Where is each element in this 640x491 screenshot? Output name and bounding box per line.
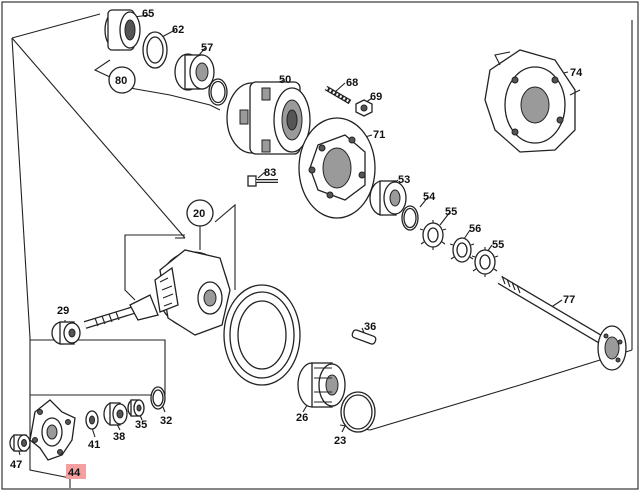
- callout-labels: 65 62 57 80 50 68 69 71 74 83 53 54 55 5…: [10, 8, 583, 479]
- part-pinion-shaft: [83, 294, 159, 329]
- label-83: 83: [264, 167, 276, 179]
- part-26-bearing: [297, 362, 346, 408]
- part-57-bearing: [174, 53, 215, 91]
- part-ring-seal: [223, 284, 301, 386]
- part-36-pin: [351, 329, 377, 345]
- label-57: 57: [201, 42, 213, 54]
- label-47: 47: [10, 459, 22, 471]
- label-41: 41: [88, 439, 100, 451]
- label-29: 29: [57, 305, 69, 317]
- label-54: 54: [423, 191, 436, 203]
- part-38-bearing: [103, 402, 128, 426]
- part-32-ring: [150, 386, 166, 410]
- label-23: 23: [334, 435, 346, 447]
- label-26: 26: [296, 412, 308, 424]
- part-20-differential: [154, 249, 231, 336]
- part-44-flange: [29, 399, 76, 461]
- part-83-bolt: [247, 175, 278, 187]
- part-71-flange: [298, 117, 376, 219]
- label-50: 50: [279, 74, 291, 86]
- label-55-b: 55: [492, 239, 504, 251]
- part-54-snap-ring: [401, 205, 419, 231]
- label-35: 35: [135, 419, 147, 431]
- label-68: 68: [346, 77, 358, 89]
- label-56: 56: [469, 223, 481, 235]
- label-32: 32: [160, 415, 172, 427]
- part-77-axle-shaft: [497, 275, 627, 371]
- callout-circles: [108, 66, 214, 227]
- part-68-stud: [324, 85, 352, 105]
- highlight-44: [66, 464, 86, 479]
- label-69: 69: [370, 91, 382, 103]
- label-74: 74: [570, 67, 583, 79]
- label-20: 20: [193, 208, 205, 220]
- label-44: 44: [68, 467, 81, 479]
- part-47-nut: [9, 434, 31, 452]
- label-62: 62: [172, 24, 184, 36]
- part-56-washer: [449, 237, 475, 263]
- part-69-nut: [355, 99, 373, 117]
- part-23-ring: [340, 391, 376, 433]
- label-65: 65: [142, 8, 154, 20]
- label-71: 71: [373, 129, 385, 141]
- label-38: 38: [113, 431, 125, 443]
- leader-lines: [17, 14, 569, 456]
- part-53-bearing: [369, 180, 407, 216]
- label-55-a: 55: [445, 206, 457, 218]
- part-62-ring: [142, 31, 168, 69]
- part-55-nut: [471, 247, 499, 277]
- part-50-bearing-housing: [226, 81, 311, 155]
- part-29-bearing: [51, 321, 81, 345]
- part-65-bearing-cup: [104, 9, 141, 51]
- part-snap-ring: [208, 78, 228, 106]
- label-80: 80: [115, 75, 127, 87]
- label-53: 53: [398, 174, 410, 186]
- part-41-washer: [85, 410, 99, 430]
- part-35-spacer: [127, 399, 145, 417]
- part-74-housing: [484, 49, 581, 153]
- label-36: 36: [364, 321, 376, 333]
- part-55-lock-washer: [419, 220, 447, 250]
- label-77: 77: [563, 294, 575, 306]
